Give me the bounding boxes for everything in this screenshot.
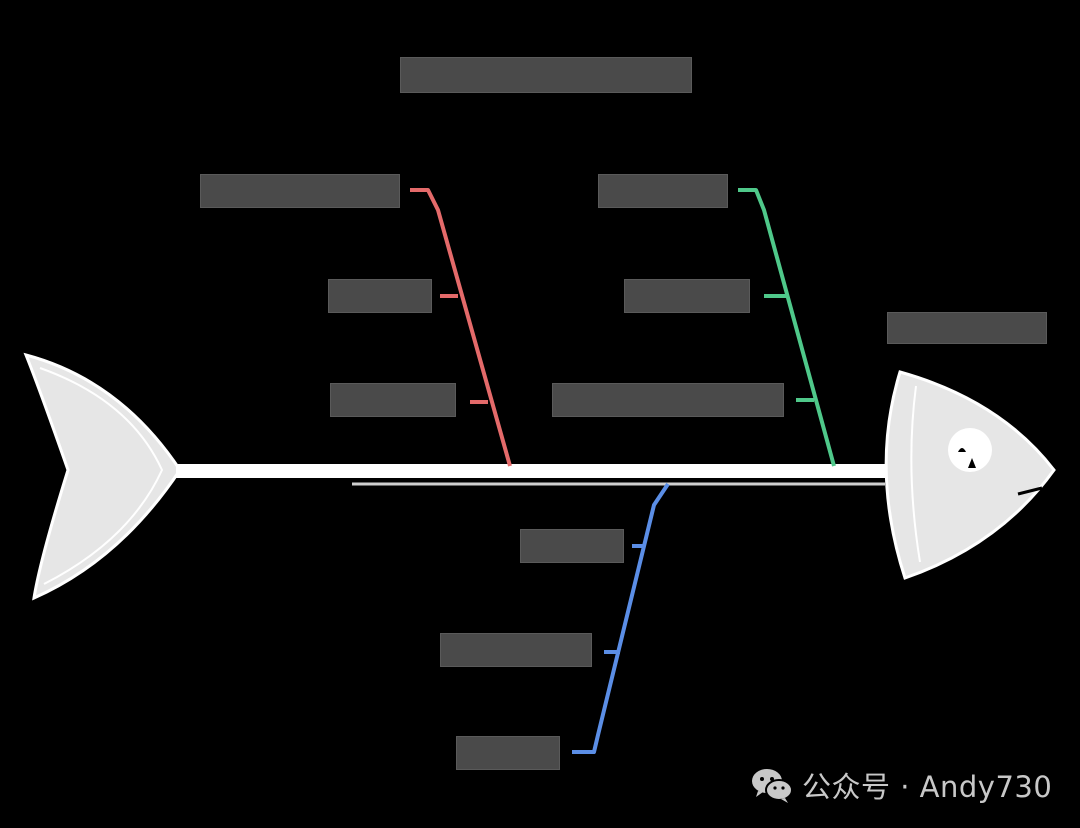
cause-label (200, 174, 400, 208)
effect-label (887, 312, 1047, 344)
branch-3 (572, 482, 670, 754)
fish-spine (176, 464, 888, 486)
wechat-icon (752, 769, 793, 803)
branch-1 (410, 188, 512, 467)
cause-label (328, 279, 432, 313)
cause-label (520, 529, 624, 563)
cause-label (598, 174, 728, 208)
cause-label (440, 633, 592, 667)
diagram-title (400, 57, 692, 93)
fish-eye (948, 428, 992, 472)
branch-2 (738, 188, 836, 467)
fish-head (884, 370, 1056, 580)
watermark: 公众号 · Andy730 (750, 765, 1052, 805)
fish-tail (23, 352, 182, 601)
cause-label (552, 383, 784, 417)
cause-label (456, 736, 560, 770)
cause-label (624, 279, 750, 313)
watermark-text: 公众号 · Andy730 (802, 770, 1053, 804)
cause-label (330, 383, 456, 417)
